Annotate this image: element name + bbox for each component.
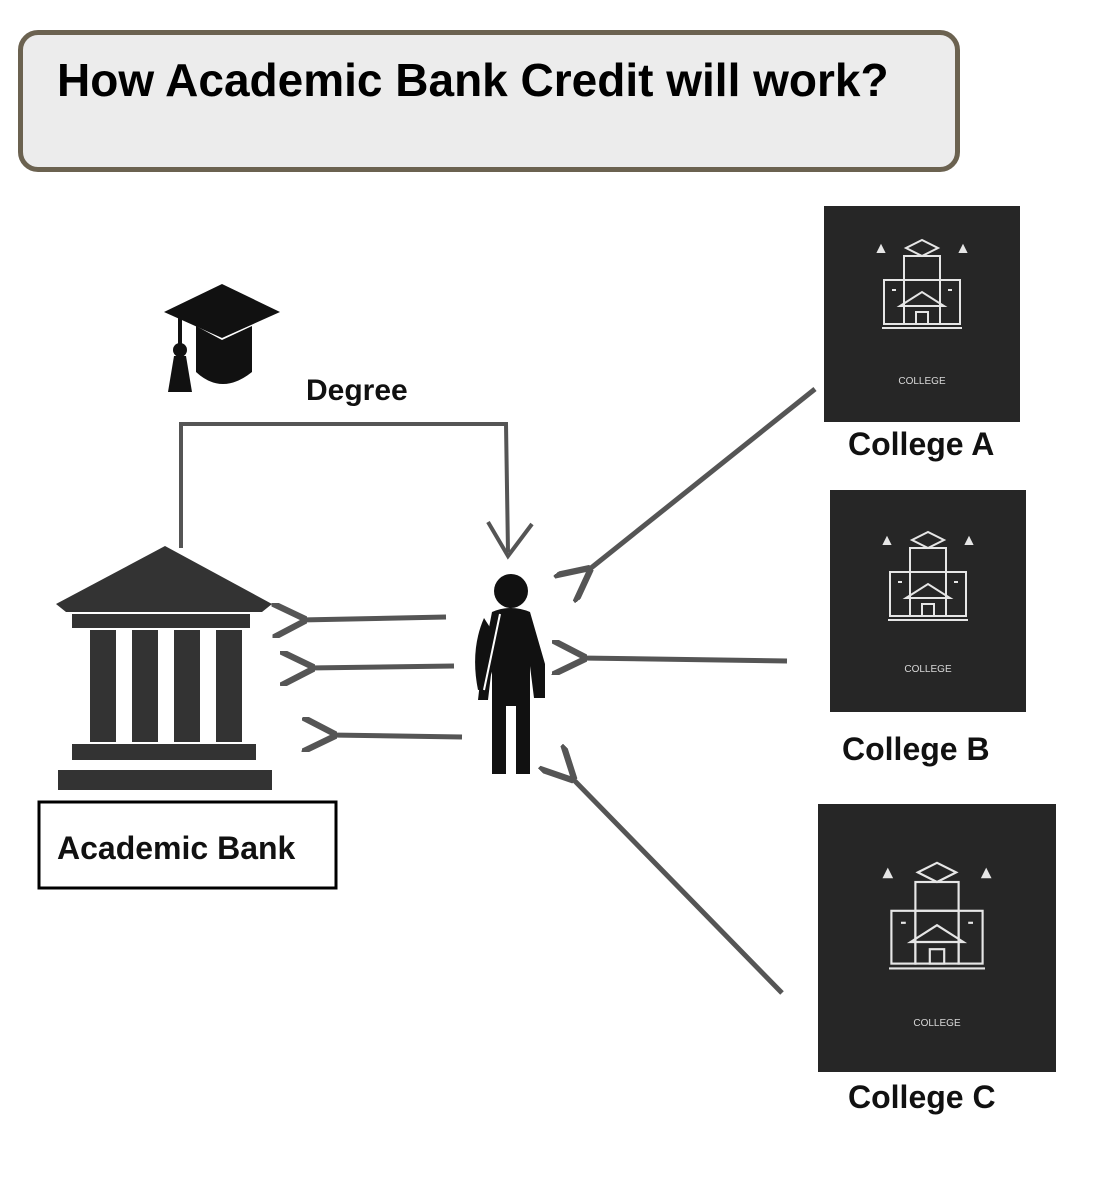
college-c-label: College C <box>848 1079 996 1115</box>
college-a-label: College A <box>848 426 994 462</box>
college-c-arrow <box>570 776 784 995</box>
student-to-bank-arrow-1 <box>300 617 447 620</box>
college-building-icon <box>882 861 992 970</box>
degree-connector <box>179 422 510 553</box>
degree-arrowhead <box>486 520 534 560</box>
college-building-icon <box>876 238 968 329</box>
college-b-arrow <box>580 658 788 661</box>
college-a-tile: COLLEGE <box>824 206 1020 422</box>
bank-label-box <box>37 800 338 890</box>
degree-label: Degree <box>306 374 408 407</box>
college-a-tile-text: COLLEGE <box>898 376 946 387</box>
college-c-tile: COLLEGE <box>818 804 1056 1072</box>
college-building-icon <box>882 530 974 621</box>
title-box: How Academic Bank Credit will work? <box>18 30 960 172</box>
student-to-bank-arrow-3 <box>330 735 463 737</box>
graduation-cap-icon <box>164 284 280 392</box>
college-b-tile: COLLEGE <box>830 490 1026 712</box>
college-c-tile-text: COLLEGE <box>913 1018 961 1029</box>
college-a-arrow <box>586 387 817 572</box>
college-b-tile-text: COLLEGE <box>904 664 952 675</box>
bank-label: Academic Bank <box>57 830 296 866</box>
bank-building-icon <box>56 546 272 790</box>
page-title: How Academic Bank Credit will work? <box>57 54 889 106</box>
student-icon <box>475 574 545 774</box>
student-to-bank-arrow-2 <box>308 666 455 668</box>
college-b-label: College B <box>842 731 990 767</box>
